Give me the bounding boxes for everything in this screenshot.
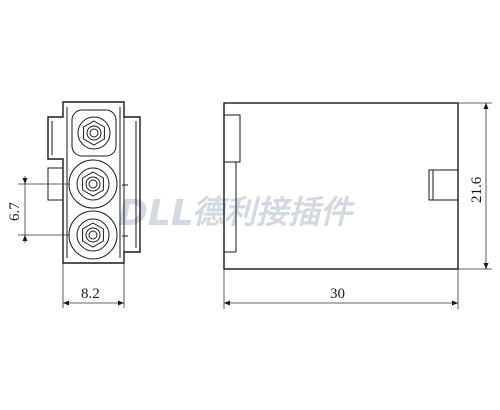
length-label: 30 bbox=[330, 286, 345, 302]
cavity-1-hole bbox=[89, 128, 99, 138]
cavity-3-outline bbox=[68, 210, 118, 260]
length-arrow-left bbox=[224, 300, 230, 306]
cavity-2-ring-inner bbox=[85, 176, 101, 192]
pitch-arrow-bottom bbox=[22, 235, 28, 241]
cavity-3-hex bbox=[82, 222, 104, 248]
cavity-1-ring-inner bbox=[86, 125, 102, 141]
side-housing-outline bbox=[223, 102, 459, 270]
width-arrow-left bbox=[63, 300, 69, 306]
height-arrow-top bbox=[483, 103, 489, 109]
cavity-1-ring-outer bbox=[77, 116, 111, 150]
height-arrow-bottom bbox=[483, 263, 489, 269]
dimension-pitch: 6.7 bbox=[7, 176, 70, 243]
terminal-cavity-1 bbox=[71, 109, 117, 157]
cavity-3-ring-inner bbox=[85, 227, 101, 243]
dimension-width: 8.2 bbox=[62, 263, 125, 308]
side-top-tab bbox=[223, 114, 241, 163]
terminal-cavity-2 bbox=[68, 159, 118, 209]
height-label: 21.6 bbox=[469, 176, 485, 203]
watermark-latin: DLL bbox=[118, 193, 194, 234]
watermark: DLL 德利接插件 bbox=[118, 193, 355, 234]
length-arrow-right bbox=[452, 300, 458, 306]
pitch-label: 6.7 bbox=[7, 202, 23, 221]
front-view bbox=[47, 101, 141, 264]
cavity-3-ring-outer bbox=[76, 218, 110, 252]
width-arrow-right bbox=[118, 300, 124, 306]
watermark-cjk: 德利接插件 bbox=[192, 193, 355, 231]
cavity-2-ring-outer bbox=[76, 167, 110, 201]
side-latch bbox=[428, 169, 459, 201]
side-view bbox=[223, 102, 459, 270]
width-label: 8.2 bbox=[81, 286, 100, 302]
cavity-3-hole bbox=[88, 230, 98, 240]
cavity-2-hole bbox=[88, 179, 98, 189]
dimension-length: 30 bbox=[223, 269, 459, 309]
dimension-height: 21.6 bbox=[458, 102, 492, 270]
cavity-2-outline bbox=[68, 159, 118, 209]
cavity-1-outline bbox=[71, 109, 117, 157]
terminal-cavity-3 bbox=[68, 210, 118, 260]
pitch-arrow-top bbox=[22, 178, 28, 184]
cavity-2-hex bbox=[82, 171, 104, 197]
cavity-1-hex bbox=[83, 120, 105, 146]
